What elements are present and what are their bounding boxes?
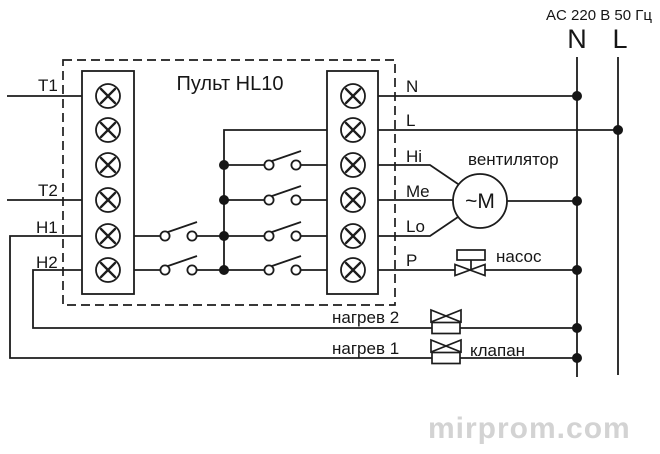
- label-pump: насос: [496, 247, 542, 266]
- panel-title: Пульт HL10: [177, 73, 284, 95]
- label-fan: вентилятор: [468, 150, 559, 169]
- label-rail-n: N: [567, 24, 587, 54]
- junction-dot: [219, 160, 229, 170]
- switch-h2: [134, 255, 224, 276]
- heater1-valve-symbol: [430, 338, 462, 365]
- label-out-p: P: [406, 251, 417, 270]
- junction-dot: [572, 91, 582, 101]
- switch-lo: [224, 221, 327, 242]
- terminal-screw: [94, 256, 122, 284]
- label-ac-power: AC 220 В 50 Гц: [546, 7, 652, 24]
- terminal-screw: [339, 256, 367, 284]
- terminal-screw: [94, 186, 122, 214]
- terminal-screw: [94, 116, 122, 144]
- label-out-l: L: [406, 111, 415, 130]
- control-panel-boundary: [62, 59, 396, 306]
- internal-l-bus: [223, 129, 327, 270]
- label-out-lo: Lo: [406, 217, 425, 236]
- terminal-screw: [339, 116, 367, 144]
- switch-h1: [134, 221, 224, 242]
- terminal-screw: [94, 151, 122, 179]
- terminal-screw: [339, 186, 367, 214]
- label-h2: H2: [36, 253, 58, 272]
- terminal-screw: [94, 82, 122, 110]
- junction-dot: [572, 323, 582, 333]
- junction-dot: [572, 353, 582, 363]
- junction-dot: [572, 265, 582, 275]
- switch-hi: [224, 150, 327, 171]
- label-h1: H1: [36, 218, 58, 237]
- junction-dot: [572, 196, 582, 206]
- label-valve: клапан: [470, 341, 525, 360]
- pump-symbol: [454, 249, 486, 277]
- wire-lo: [378, 216, 459, 237]
- terminal-screw: [339, 151, 367, 179]
- wire-hi: [378, 164, 459, 185]
- junction-dot: [219, 265, 229, 275]
- fan-motor: [452, 173, 508, 229]
- motor-label: ~M: [465, 190, 495, 213]
- label-out-hi: Hi: [406, 147, 422, 166]
- label-heater2: нагрев 2: [332, 308, 399, 327]
- label-t1: T1: [38, 76, 58, 95]
- label-heater1: нагрев 1: [332, 339, 399, 358]
- label-out-me: Me: [406, 182, 430, 201]
- switch-p: [224, 255, 327, 276]
- label-t2: T2: [38, 181, 58, 200]
- terminal-screw: [94, 222, 122, 250]
- left-terminal-block: [81, 70, 135, 295]
- junction-dot: [219, 195, 229, 205]
- wire-h2-heater2: [32, 269, 577, 329]
- terminal-screw: [339, 82, 367, 110]
- junction-dot: [219, 231, 229, 241]
- terminal-screw: [339, 222, 367, 250]
- switch-me: [224, 185, 327, 206]
- label-rail-l: L: [612, 24, 627, 54]
- watermark: mirprom.com: [428, 412, 631, 445]
- wire-h1-heater1: [9, 235, 577, 359]
- label-out-n: N: [406, 77, 418, 96]
- heater2-valve-symbol: [430, 308, 462, 335]
- junction-dot: [613, 125, 623, 135]
